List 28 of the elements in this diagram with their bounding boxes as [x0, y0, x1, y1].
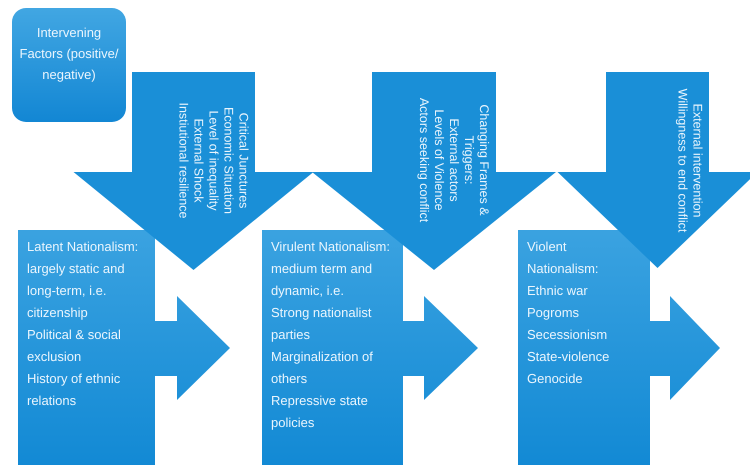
factor-text: Actors seeking conflict — [416, 96, 431, 224]
factor-text: Critical Junctures — [235, 111, 250, 210]
factor-text: Changing Frames & Triggers: — [461, 103, 491, 218]
factor-box — [12, 8, 126, 122]
stage-text: Marginalization of others — [271, 348, 374, 388]
box-title: Intervening Factors (positive/ negative) — [18, 24, 120, 84]
stage-text: Latent Nationalism: largely static and long-term, i.e. citizenship — [27, 238, 140, 322]
factor-text: Willingness to end conflict — [674, 87, 689, 234]
stage-arrow-box — [18, 230, 230, 465]
factor-text: Levels of Violence — [431, 108, 446, 213]
stage-text: Pogroms — [527, 304, 580, 322]
stage-text: Ethnic war — [527, 282, 589, 300]
stage-text: Genocide — [527, 370, 584, 388]
stage-text: Virulent Nationalism: medium term and dynamic, i.e. — [271, 238, 390, 300]
factor-text: Level of inequality — [205, 108, 220, 212]
factor-text: External actors — [446, 117, 461, 204]
stage-arrow-box — [262, 230, 478, 465]
stage-text: Political & social exclusion — [27, 326, 122, 366]
stage-text: Secessionism — [527, 326, 608, 344]
stage-text: Violent Nationalism: — [527, 238, 600, 278]
stage-text: State-violence — [527, 348, 610, 366]
factor-text: Economic Situation — [220, 105, 235, 216]
stage-text: Repressive state policies — [271, 392, 369, 432]
factor-text: Instiutional resilience — [175, 100, 190, 220]
stage-text: History of ethnic relations — [27, 370, 122, 410]
factor-text: External Shock — [190, 116, 205, 204]
stage-text: Strong nationalist parties — [271, 304, 372, 344]
factor-text: External intervention — [689, 102, 704, 219]
